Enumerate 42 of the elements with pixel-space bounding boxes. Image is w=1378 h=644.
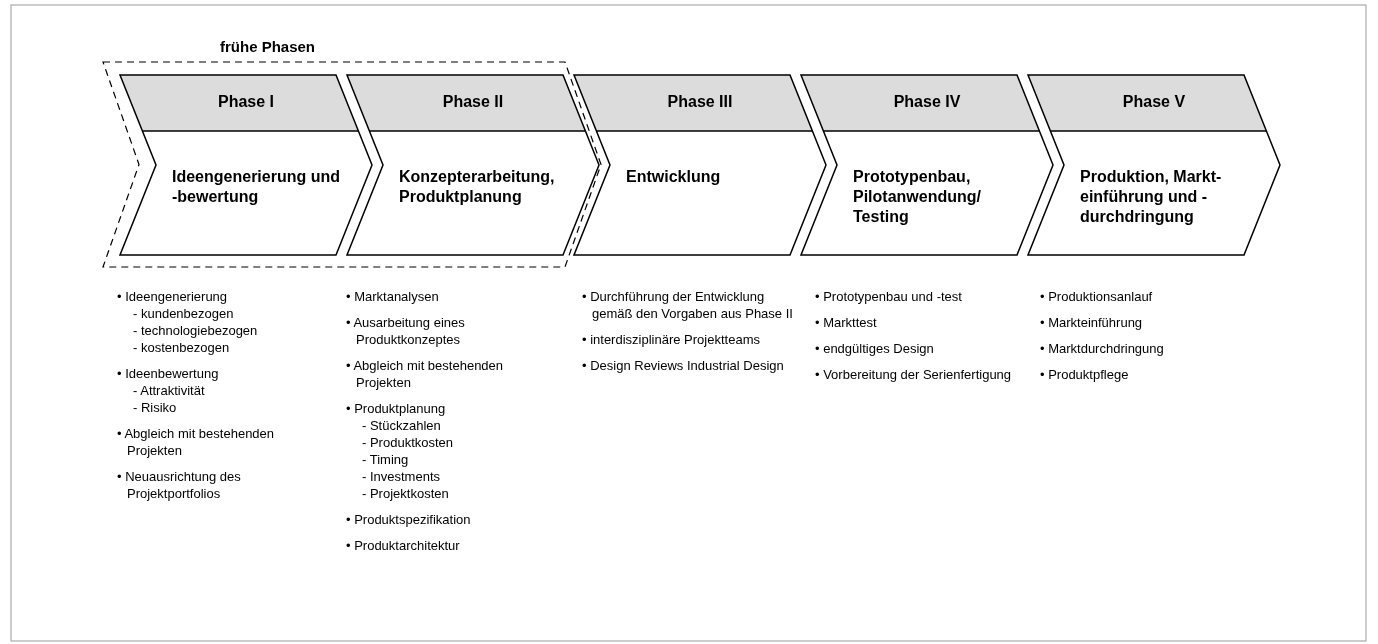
phase-title: Konzepterarbeitung, Produktplanung — [399, 167, 556, 207]
list-item: • Produktplanung — [346, 400, 447, 417]
list-item: • Ideenbewertung — [117, 365, 220, 382]
sub-list-item: - Projektkosten — [361, 485, 450, 502]
list-item: • Markteinführung — [1040, 314, 1144, 331]
phase-label: Phase III — [666, 93, 734, 111]
sub-list-item: - Stückzahlen — [361, 417, 442, 434]
list-item: • Produktarchitektur — [346, 537, 461, 554]
list-item: • Abgleich mit bestehenden Projekten — [346, 357, 505, 391]
group-heading: frühe Phasen — [220, 38, 316, 55]
list-item: • Markttest — [815, 314, 878, 331]
list-item: • Vorbereitung der Serienfertigung — [815, 366, 1013, 383]
list-item: • Abgleich mit bestehenden Projekten — [117, 425, 276, 459]
list-item: • Design Reviews Industrial Design — [582, 357, 785, 374]
phase-title: Ideengenerierung und -bewertung — [172, 167, 341, 207]
sub-list-item: - Attraktivität — [132, 382, 206, 399]
phase-title: Entwicklung — [626, 167, 722, 187]
list-item: • Marktanalysen — [346, 288, 440, 305]
phase-title: Produktion, Markt- einführung und -durchdringung — [1080, 167, 1223, 227]
list-item: • Produktpflege — [1040, 366, 1130, 383]
sub-list-item: - Produktkosten — [361, 434, 455, 451]
phase-label: Phase II — [441, 93, 505, 111]
list-item: • Prototypenbau und -test — [815, 288, 963, 305]
phase-title: Prototypenbau, Pilotanwendung/ Testing — [853, 167, 982, 227]
list-item: • interdisziplinäre Projektteams — [582, 331, 761, 348]
list-item: • Produktionsanlauf — [1040, 288, 1154, 305]
list-item: • Marktdurchdringung — [1040, 340, 1165, 357]
sub-list-item: - Timing — [361, 451, 410, 468]
list-item: • Ideengenerierung — [117, 288, 229, 305]
sub-list-item: - Investments — [361, 468, 442, 485]
list-item: • Ausarbeitung eines Produktkonzeptes — [346, 314, 466, 348]
list-item: • Neuausrichtung des Projektportfolios — [117, 468, 242, 502]
sub-list-item: - kundenbezogen — [132, 305, 235, 322]
phase-label: Phase IV — [892, 93, 962, 111]
phase-label: Phase V — [1121, 93, 1187, 111]
list-item: • Durchführung der Entwicklung gemäß den Vorgaben aus Phase II — [582, 288, 794, 322]
sub-list-item: - kostenbezogen — [132, 339, 231, 356]
sub-list-item: - Risiko — [132, 399, 178, 416]
sub-list-item: - technologiebezogen — [132, 322, 259, 339]
phase-label: Phase I — [217, 93, 275, 111]
list-item: • Produktspezifikation — [346, 511, 472, 528]
list-item: • endgültiges Design — [815, 340, 935, 357]
